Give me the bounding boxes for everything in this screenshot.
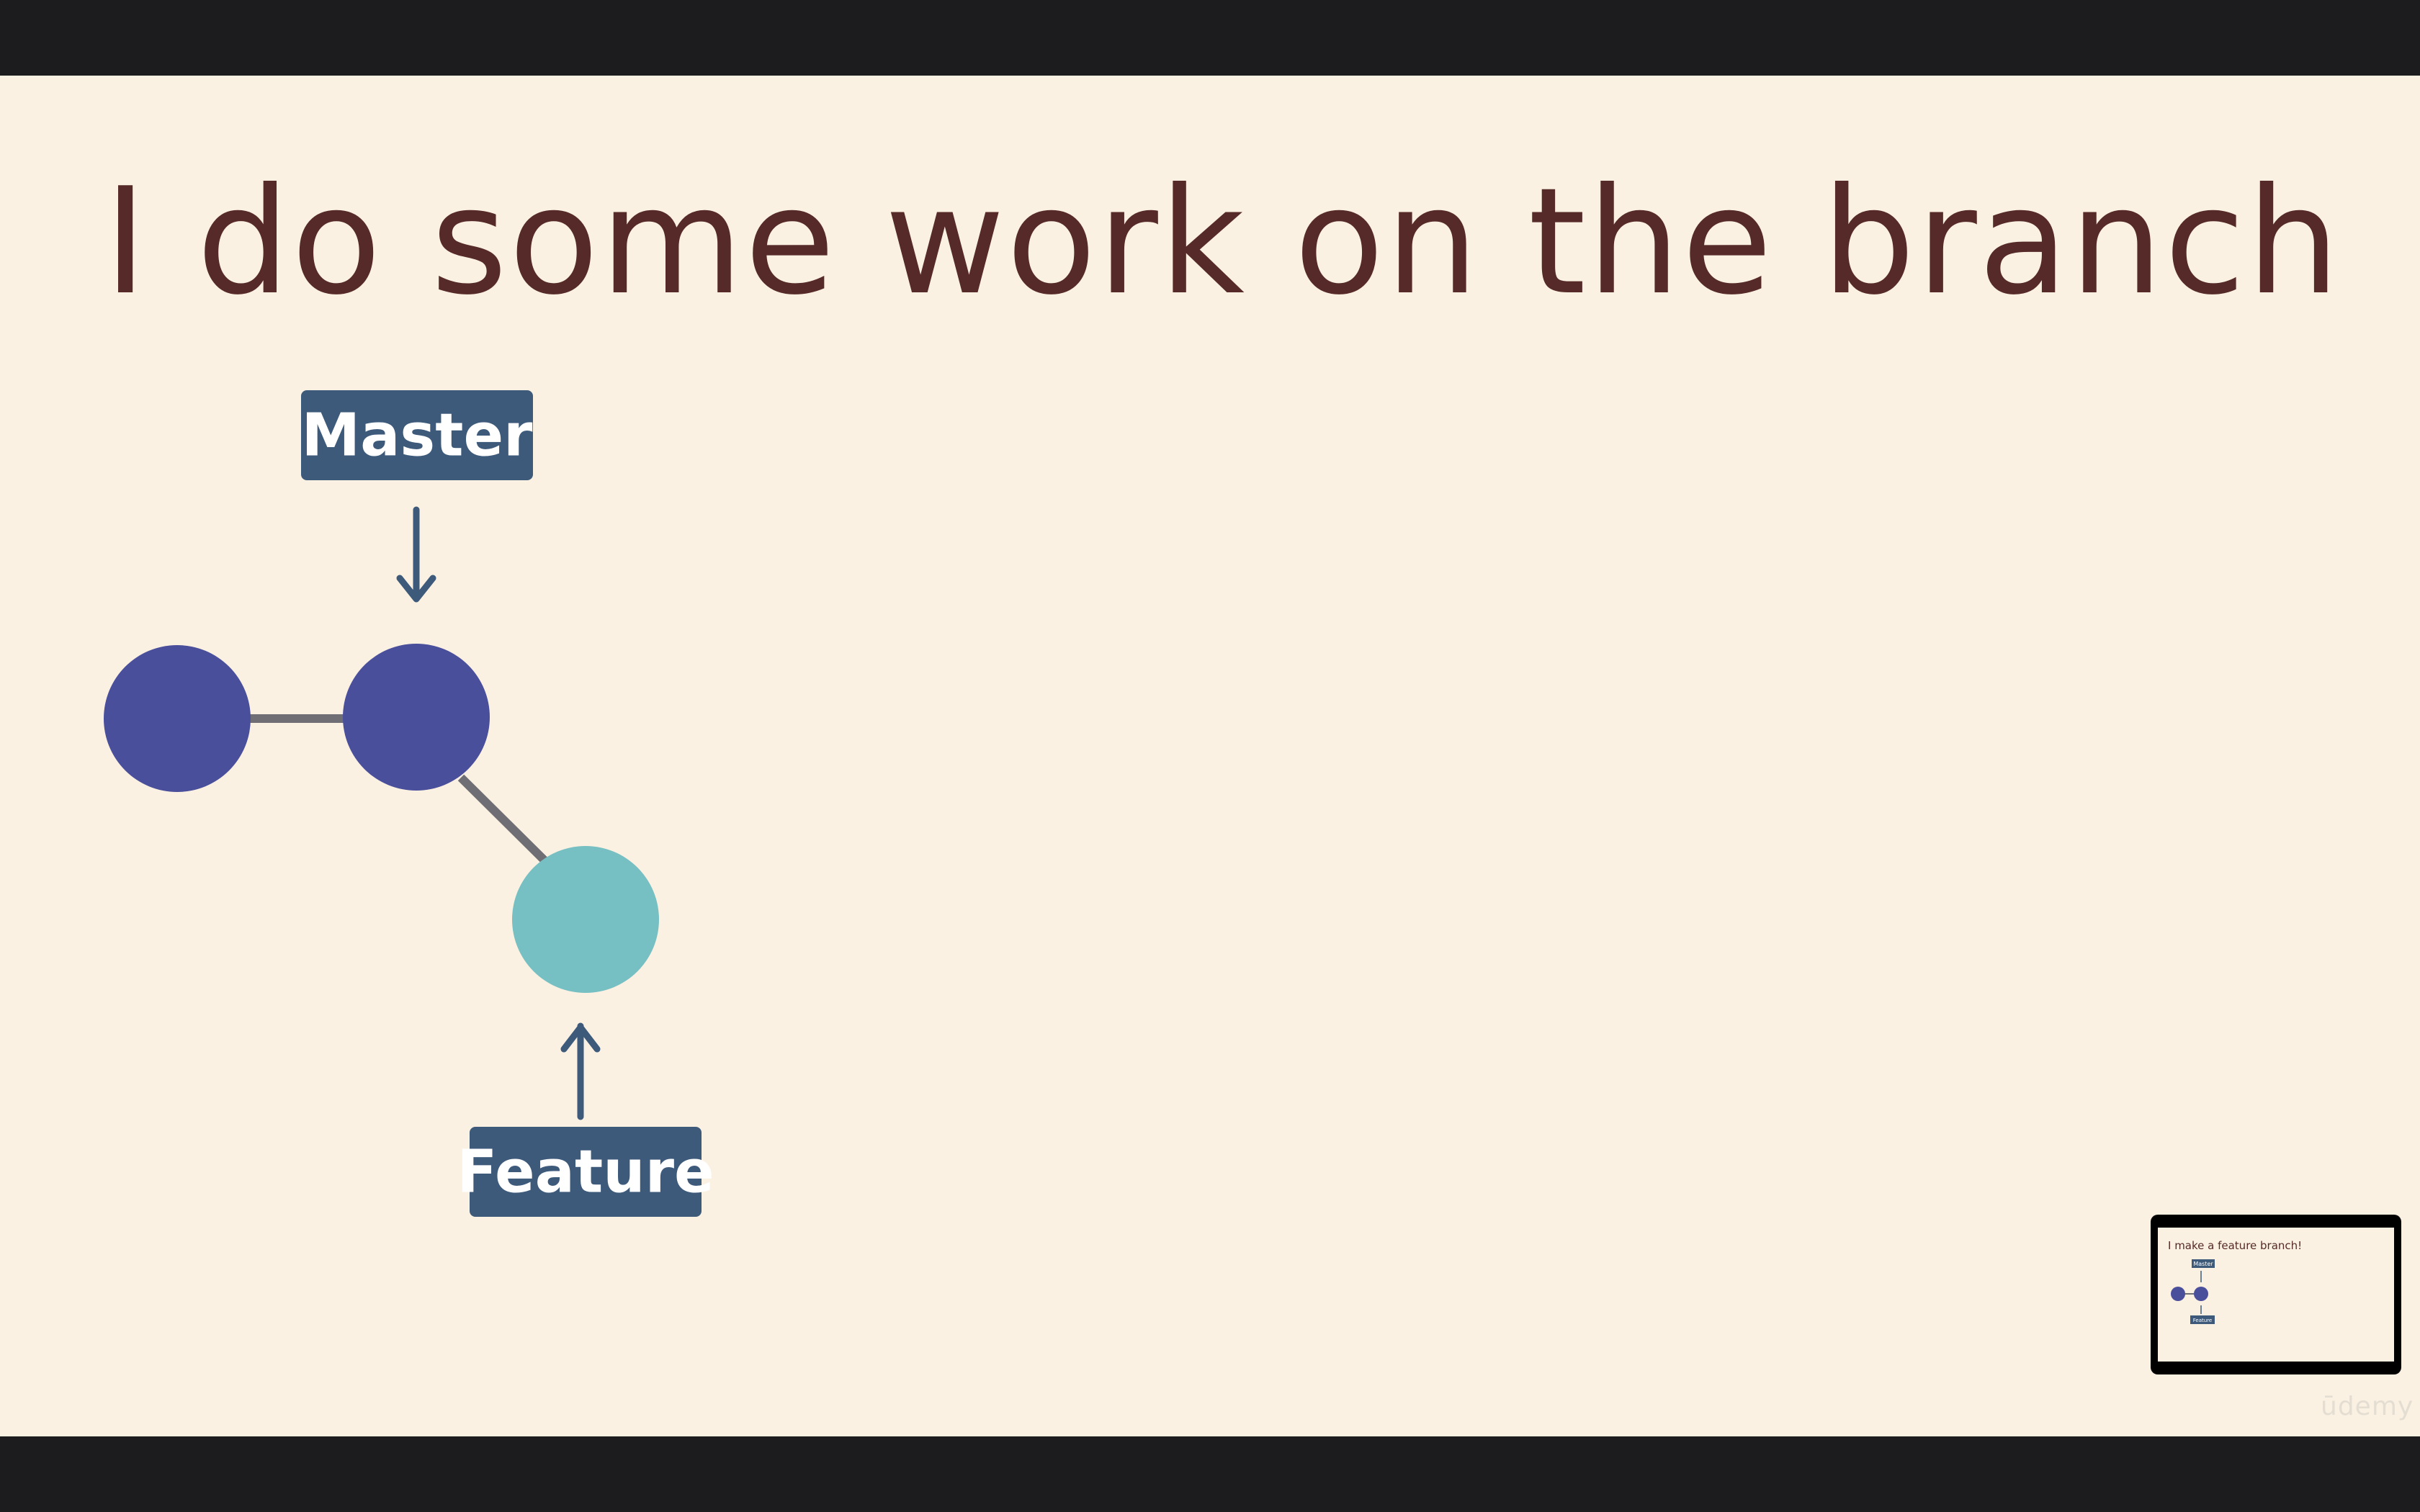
arrow-down-icon: [396, 506, 436, 603]
feature-label: Feature: [457, 1138, 714, 1207]
commit-node-2: [343, 644, 490, 791]
thumbnail-title: I make a feature branch!: [2168, 1239, 2303, 1252]
letterbox-top: [0, 0, 2420, 76]
commit-node-1: [104, 645, 251, 792]
udemy-watermark: ūdemy: [2321, 1392, 2414, 1421]
previous-slide-thumbnail[interactable]: I make a feature branch! Master Feature: [2151, 1215, 2401, 1374]
letterbox-bottom: [0, 1436, 2420, 1512]
master-label-box: [301, 390, 533, 480]
slide-title: I do some work on the branch: [104, 157, 2341, 328]
branch-diagram: Master Feature: [104, 390, 714, 1217]
thumbnail-slide: I make a feature branch! Master Feature: [2158, 1228, 2394, 1362]
slide: I do some work on the branch Master Feat…: [0, 76, 2420, 1436]
thumbnail-diagram: Master Feature: [2171, 1259, 2215, 1324]
thumbnail-feature-label: Feature: [2193, 1318, 2212, 1323]
commit-node-feature: [512, 846, 659, 993]
feature-label-box: [470, 1127, 702, 1217]
master-label: Master: [302, 402, 534, 470]
edge-commit2-feature: [457, 774, 548, 864]
arrow-up-icon: [560, 1022, 601, 1120]
thumbnail-master-label: Master: [2193, 1261, 2213, 1267]
